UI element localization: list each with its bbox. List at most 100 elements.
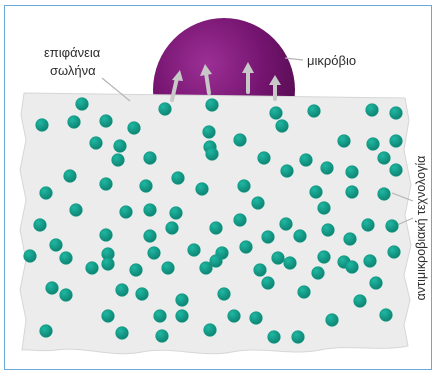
antimicrobial-particle xyxy=(234,134,247,147)
antimicrobial-particle xyxy=(292,331,305,344)
antimicrobial-particle xyxy=(344,233,357,246)
antimicrobial-particle xyxy=(176,310,189,323)
antimicrobial-particle xyxy=(378,152,391,165)
antimicrobial-particle xyxy=(276,120,289,133)
antimicrobial-particle xyxy=(367,138,380,151)
antimicrobial-particle xyxy=(144,152,157,165)
antimicrobial-particle xyxy=(206,99,219,112)
antimicrobial-particle xyxy=(272,252,285,265)
antimicrobial-particle xyxy=(100,115,113,128)
antimicrobial-particle xyxy=(338,135,351,148)
antimicrobial-particle xyxy=(262,231,275,244)
antimicrobial-particle xyxy=(308,105,321,118)
antimicrobial-particle xyxy=(159,103,172,116)
antimicrobial-particle xyxy=(370,277,383,290)
microbe-label: μικρόβιο xyxy=(307,53,356,69)
antimicrobial-particle xyxy=(268,331,281,344)
antimicrobial-particle xyxy=(140,180,153,193)
antimicrobial-particle xyxy=(326,314,339,327)
antimicrobial-particle xyxy=(90,137,103,150)
antimicrobial-particle xyxy=(166,222,179,235)
antimicrobial-particle xyxy=(362,219,375,232)
antimicrobial-particle xyxy=(258,152,271,165)
antimicrobial-particle xyxy=(218,288,231,301)
antimicrobial-particle xyxy=(252,197,265,210)
antimicrobial-particle xyxy=(234,214,247,227)
antimicrobial-particle xyxy=(76,98,89,111)
antimicrobial-technology-label: αντιμικροβιακή τεχνολογία xyxy=(414,156,428,301)
antimicrobial-particle xyxy=(364,255,377,268)
antimicrobial-particle xyxy=(390,135,403,148)
antimicrobial-particle xyxy=(254,264,267,277)
pipe-surface-label-line2: σωλήνα xyxy=(50,63,96,79)
antimicrobial-particle xyxy=(136,288,149,301)
antimicrobial-particle xyxy=(206,148,219,161)
antimicrobial-particle xyxy=(128,122,141,135)
antimicrobial-particle xyxy=(346,166,359,179)
antimicrobial-particle xyxy=(102,258,115,271)
antimicrobial-particle xyxy=(203,126,216,139)
antimicrobial-particle xyxy=(366,104,379,117)
antimicrobial-particle xyxy=(120,206,133,219)
antimicrobial-particle xyxy=(390,107,403,120)
antimicrobial-particle xyxy=(346,186,359,199)
antimicrobial-particle xyxy=(228,310,241,323)
antimicrobial-particle xyxy=(156,330,169,343)
antimicrobial-particle xyxy=(240,241,253,254)
antimicrobial-particle xyxy=(354,295,367,308)
pipe-surface-label-line1: επιφάνεια xyxy=(44,45,100,61)
antimicrobial-particle xyxy=(250,312,263,325)
antimicrobial-particle xyxy=(24,250,37,263)
antimicrobial-particle xyxy=(386,220,399,233)
antimicrobial-particle xyxy=(148,247,161,260)
antimicrobial-particle xyxy=(210,222,223,235)
antimicrobial-particle xyxy=(380,309,393,322)
antimicrobial-particle xyxy=(270,107,283,120)
antimicrobial-particle xyxy=(238,180,251,193)
antimicrobial-particle xyxy=(40,325,53,338)
antimicrobial-particle xyxy=(318,251,331,264)
antimicrobial-particle xyxy=(204,324,217,337)
antimicrobial-particle xyxy=(100,229,113,242)
antimicrobial-particle xyxy=(154,310,167,323)
antimicrobial-particle xyxy=(378,188,391,201)
antimicrobial-particle xyxy=(346,261,359,274)
antimicrobial-particle xyxy=(196,183,209,196)
antimicrobial-particle xyxy=(300,154,313,167)
antimicrobial-particle xyxy=(34,219,47,232)
antimicrobial-particle xyxy=(112,154,125,167)
antimicrobial-particle xyxy=(46,282,59,295)
antimicrobial-particle xyxy=(321,162,334,175)
antimicrobial-particle xyxy=(388,246,401,259)
antimicrobial-particle xyxy=(144,204,157,217)
antimicrobial-particle xyxy=(130,264,143,277)
antimicrobial-particle xyxy=(162,262,175,275)
antimicrobial-particle xyxy=(60,252,73,265)
antimicrobial-particle xyxy=(210,255,223,268)
antimicrobial-particle xyxy=(312,267,325,280)
antimicrobial-particle xyxy=(116,284,129,297)
antimicrobial-particle xyxy=(60,289,73,302)
antimicrobial-particle xyxy=(36,119,49,132)
antimicrobial-particle xyxy=(70,204,83,217)
antimicrobial-particle xyxy=(100,178,113,191)
antimicrobial-particle xyxy=(86,262,99,275)
antimicrobial-particle xyxy=(310,186,323,199)
antimicrobial-particle xyxy=(390,164,403,177)
antimicrobial-particle xyxy=(144,230,157,243)
antimicrobial-particle xyxy=(280,218,293,231)
antimicrobial-particle xyxy=(188,244,201,257)
antimicrobial-particle xyxy=(64,170,77,183)
antimicrobial-particle xyxy=(298,286,311,299)
antimicrobial-particle xyxy=(294,230,307,243)
antimicrobial-particle xyxy=(176,294,189,307)
antimicrobial-particle xyxy=(318,202,331,215)
antimicrobial-particle xyxy=(68,116,81,129)
antimicrobial-particle xyxy=(116,327,129,340)
antimicrobial-particle xyxy=(170,207,183,220)
antimicrobial-particle xyxy=(114,140,127,153)
antimicrobial-particle xyxy=(284,257,297,270)
antimicrobial-particle xyxy=(262,277,275,290)
antimicrobial-particle xyxy=(50,239,63,252)
